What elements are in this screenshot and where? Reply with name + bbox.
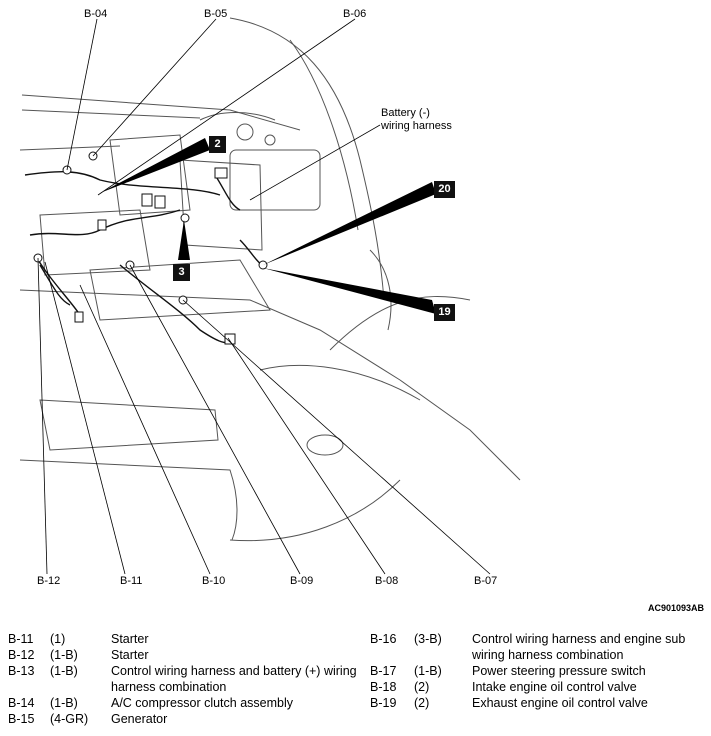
legend-code: B-11 (8, 632, 34, 646)
legend-code: B-19 (370, 696, 397, 710)
engine-bay-drawing (19, 17, 521, 575)
connector-label-b12: B-12 (37, 575, 61, 587)
legend-right: B-16 (3-B) Control wiring harness and en… (370, 631, 710, 711)
connector-label-b11: B-11 (120, 575, 143, 587)
connector-label-b07: B-07 (474, 575, 498, 587)
legend-row: B-12 (1-B) Starter (8, 647, 368, 663)
connector-label-b05: B-05 (204, 8, 228, 20)
callout-19: 19 (434, 304, 455, 321)
legend-description: Power steering pressure switch (472, 664, 646, 678)
legend-row: B-14 (1-B) A/C compressor clutch assembl… (8, 695, 368, 711)
legend-category: (3-B) (414, 632, 442, 646)
legend-description: A/C compressor clutch assembly (111, 696, 294, 710)
legend-description: Control wiring harness and battery (+) w… (111, 664, 357, 694)
legend-description: Control wiring harness and engine sub wi… (472, 632, 686, 662)
connector-label-b09: B-09 (290, 575, 314, 587)
legend-description: Intake engine oil control valve (472, 680, 637, 694)
legend-description: Generator (111, 712, 168, 726)
legend-description: Starter (111, 648, 149, 662)
connector-label-b04: B-04 (84, 8, 108, 20)
connector-label-b06: B-06 (343, 8, 367, 20)
battery-harness-label-line1: Battery (-) (381, 107, 430, 119)
legend-row: B-11 (1) Starter (8, 631, 368, 647)
legend-code: B-16 (370, 632, 397, 646)
legend-code: B-18 (370, 680, 397, 694)
legend-code: B-15 (8, 712, 35, 726)
legend-row: B-17 (1-B) Power steering pressure switc… (370, 663, 710, 679)
legend-category: (2) (414, 696, 430, 710)
callout-3: 3 (173, 264, 190, 281)
callout-2: 2 (209, 136, 226, 153)
legend-category: (1-B) (50, 664, 78, 678)
legend-category: (1-B) (50, 696, 78, 710)
callout-20: 20 (434, 181, 455, 198)
legend-category: (1) (50, 632, 66, 646)
legend-row: B-18 (2) Intake engine oil control valve (370, 679, 710, 695)
legend-category: (1-B) (414, 664, 442, 678)
legend-category: (4-GR) (50, 712, 89, 726)
legend-category: (1-B) (50, 648, 78, 662)
figure-code: AC901093AB (648, 603, 705, 613)
legend-code: B-14 (8, 696, 35, 710)
legend-description: Starter (111, 632, 149, 646)
legend-left: B-11 (1) Starter B-12 (1-B) Starter B-13… (8, 631, 368, 727)
legend-description: Exhaust engine oil control valve (472, 696, 648, 710)
legend-code: B-17 (370, 664, 397, 678)
legend-row: B-19 (2) Exhaust engine oil control valv… (370, 695, 710, 711)
connector-label-b08: B-08 (375, 575, 399, 587)
battery-harness-label-line2: wiring harness (381, 120, 452, 132)
legend-row: B-13 (1-B) Control wiring harness and ba… (8, 663, 368, 695)
legend-code: B-13 (8, 664, 35, 678)
legend-row: B-15 (4-GR) Generator (8, 711, 368, 727)
legend-row: B-16 (3-B) Control wiring harness and en… (370, 631, 710, 663)
connector-label-b10: B-10 (202, 575, 226, 587)
legend-category: (2) (414, 680, 430, 694)
legend-code: B-12 (8, 648, 35, 662)
